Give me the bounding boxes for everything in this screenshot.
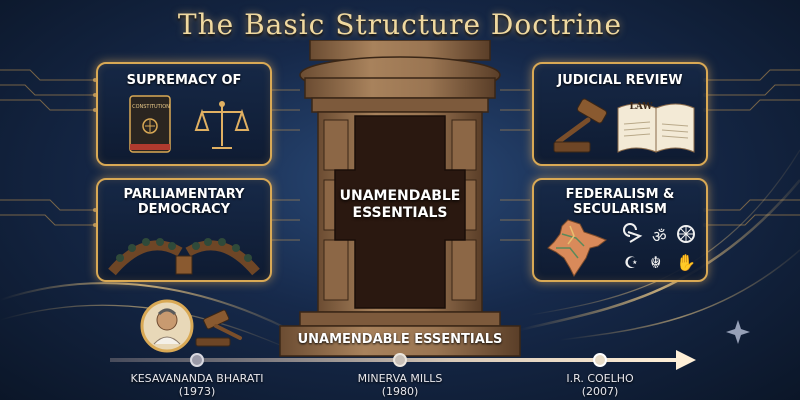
svg-text:☬: ☬ xyxy=(650,253,661,272)
sparkle-icon xyxy=(726,320,750,344)
scales-of-justice-icon xyxy=(194,101,250,149)
timeline-event-year: (2007) xyxy=(581,385,619,398)
pillar-center-line2: ESSENTIALS xyxy=(352,205,448,221)
law-book-icon xyxy=(617,103,695,153)
pillar-graphic xyxy=(279,40,521,357)
page-title: The Basic Structure Doctrine xyxy=(177,8,623,41)
pillar-center-line1: UNAMENDABLE xyxy=(339,188,461,204)
card-federalism-title-line2: SECULARISM xyxy=(573,202,667,217)
timeline-event-coelho: I.R. COELHO (2007) xyxy=(540,372,660,398)
card-judicial-review: JUDICIAL REVIEW LAW xyxy=(532,62,708,166)
card-federalism-title-line1: FEDERALISM & xyxy=(565,187,675,202)
parliament-chamber-icon xyxy=(108,238,260,276)
card-parliamentary-title-line2: DEMOCRACY xyxy=(137,202,231,217)
book-label: CONSTITUTION xyxy=(132,104,170,110)
timeline-event-name: I.R. COELHO xyxy=(566,372,634,385)
timeline-event-name: KESAVANANDA BHARATI xyxy=(130,372,264,385)
card-federalism-secularism: FEDERALISM & SECULARISM ॐ ☪ ☬ ✋ xyxy=(532,178,708,282)
timeline-node-minerva xyxy=(393,353,407,367)
card-judicial-title: JUDICIAL REVIEW xyxy=(557,73,683,88)
timeline-event-year: (1980) xyxy=(381,385,419,398)
timeline-node-kesavananda xyxy=(190,353,204,367)
timeline-event-kesavananda: KESAVANANDA BHARATI (1973) xyxy=(117,372,277,398)
timeline-event-name: MINERVA MILLS xyxy=(357,372,443,385)
timeline-event-year: (1973) xyxy=(178,385,216,398)
religious-symbols-icon: ॐ ☪ ☬ ✋ xyxy=(623,223,696,272)
gavel-icon xyxy=(553,98,608,153)
pillar-base-label: UNAMENDABLE ESSENTIALS xyxy=(297,332,503,347)
india-map-icon xyxy=(547,219,608,277)
svg-text:✋: ✋ xyxy=(676,253,696,272)
constitution-book-icon xyxy=(129,95,171,153)
card-supremacy-title: SUPREMACY OF xyxy=(126,73,242,88)
gavel-icon xyxy=(195,309,242,347)
law-label: LAW xyxy=(629,102,653,112)
portrait-icon xyxy=(140,299,242,353)
card-parliamentary-title-line1: PARLIAMENTARY xyxy=(123,187,245,202)
svg-text:ॐ: ॐ xyxy=(652,227,667,246)
svg-text:☪: ☪ xyxy=(624,253,638,272)
timeline-event-minerva: MINERVA MILLS (1980) xyxy=(330,372,470,398)
card-parliamentary-democracy: PARLIAMENTARY DEMOCRACY xyxy=(96,178,272,282)
card-supremacy: SUPREMACY OF CONSTITUTION xyxy=(96,62,272,166)
timeline-node-coelho xyxy=(593,353,607,367)
